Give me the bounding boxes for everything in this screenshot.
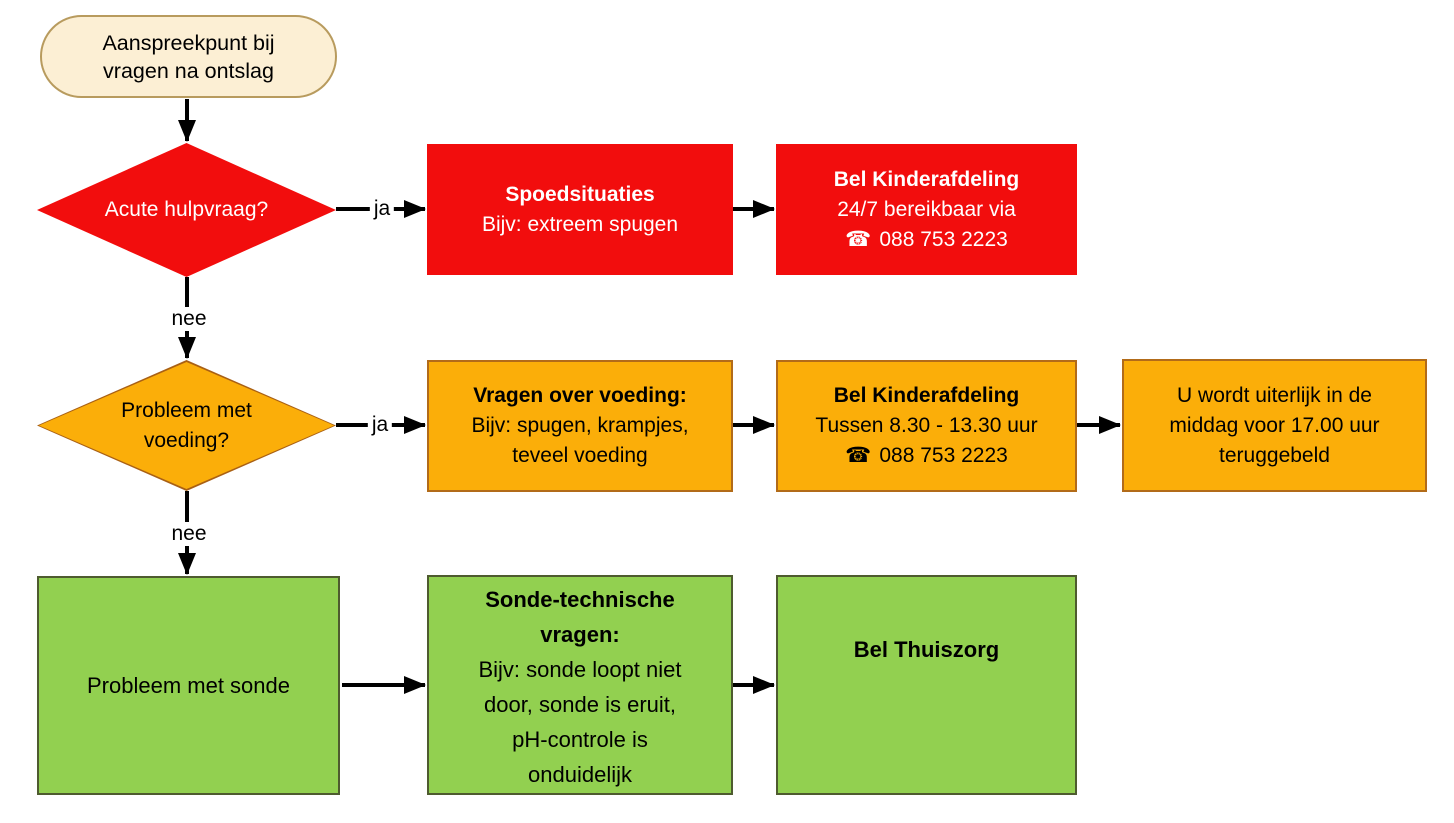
bel-thuiszorg-title: Bel Thuiszorg xyxy=(853,637,1000,662)
decision-probleem-met-voeding: Probleem met voeding? xyxy=(37,360,336,491)
start-text-line2: vragen na ontslag xyxy=(103,58,274,83)
edge-label-ja-row1: ja xyxy=(369,197,395,221)
sonde-vragen-example-line2: door, sonde is eruit, xyxy=(483,692,676,717)
sonde-vragen-example-line3: pH-controle is xyxy=(512,727,648,752)
spoedsituaties-example: Bijv: extreem spugen xyxy=(481,212,679,236)
vragen-voeding-example-line2: teveel voeding xyxy=(512,444,648,467)
box-sonde-technische-vragen: Sonde-technische vragen: Bijv: sonde loo… xyxy=(427,575,733,795)
teruggebeld-line2: middag voor 17.00 uur xyxy=(1169,413,1380,437)
phone-icon: ☎ xyxy=(845,227,872,251)
sonde-vragen-example-line1: Bijv: sonde loopt niet xyxy=(478,657,682,682)
start-node: Aanspreekpunt bij vragen na ontslag xyxy=(40,15,337,98)
teruggebeld-line1: U wordt uiterlijk in de xyxy=(1177,383,1372,407)
vragen-voeding-title: Vragen over voeding: xyxy=(473,384,687,407)
edge-label-nee-row2: nee xyxy=(167,522,211,546)
bel-kinderafdeling2-title: Bel Kinderafdeling xyxy=(833,384,1020,407)
decision1-label: Acute hulpvraag? xyxy=(104,198,269,221)
start-text-line1: Aanspreekpunt bij xyxy=(102,30,275,55)
phone-number: 088 753 2223 xyxy=(879,227,1008,251)
bel-kinderafdeling-phone-line: ☎ 088 753 2223 xyxy=(845,225,1008,255)
bel-kinderafdeling-availability: 24/7 bereikbaar via xyxy=(837,197,1016,221)
spoedsituaties-title: Spoedsituaties xyxy=(505,182,655,206)
decision-acute-hulpvraag: Acute hulpvraag? xyxy=(37,143,336,277)
probleem-sonde-label: Probleem met sonde xyxy=(87,672,290,698)
box-bel-kinderafdeling-dag: Bel Kinderafdeling Tussen 8.30 - 13.30 u… xyxy=(776,360,1077,492)
edge-label-nee-row1: nee xyxy=(167,307,211,331)
bel-kinderafdeling2-phone-line: ☎ 088 753 2223 xyxy=(845,441,1008,471)
decision2-label-line1: Probleem met xyxy=(121,398,252,422)
sonde-vragen-title-line1: Sonde-technische xyxy=(485,587,675,612)
box-bel-kinderafdeling-247: Bel Kinderafdeling 24/7 bereikbaar via ☎… xyxy=(776,144,1077,275)
bel-kinderafdeling-title: Bel Kinderafdeling xyxy=(833,167,1020,191)
sonde-vragen-example-line4: onduidelijk xyxy=(528,762,632,787)
box-vragen-over-voeding: Vragen over voeding: Bijv: spugen, kramp… xyxy=(427,360,733,492)
bel-kinderafdeling2-hours: Tussen 8.30 - 13.30 uur xyxy=(815,414,1038,437)
phone-icon: ☎ xyxy=(845,444,872,467)
box-teruggebeld: U wordt uiterlijk in de middag voor 17.0… xyxy=(1122,359,1427,492)
sonde-vragen-title-line2: vragen: xyxy=(540,622,620,647)
phone-number: 088 753 2223 xyxy=(879,444,1008,467)
box-bel-thuiszorg: Bel Thuiszorg xyxy=(776,575,1077,795)
decision2-label-line2: voeding? xyxy=(143,428,230,452)
box-probleem-met-sonde: Probleem met sonde xyxy=(37,576,340,795)
edge-label-ja-row2: ja xyxy=(367,413,393,437)
teruggebeld-line3: teruggebeld xyxy=(1219,443,1330,467)
vragen-voeding-example-line1: Bijv: spugen, krampjes, xyxy=(471,414,689,437)
box-spoedsituaties: Spoedsituaties Bijv: extreem spugen xyxy=(427,144,733,275)
